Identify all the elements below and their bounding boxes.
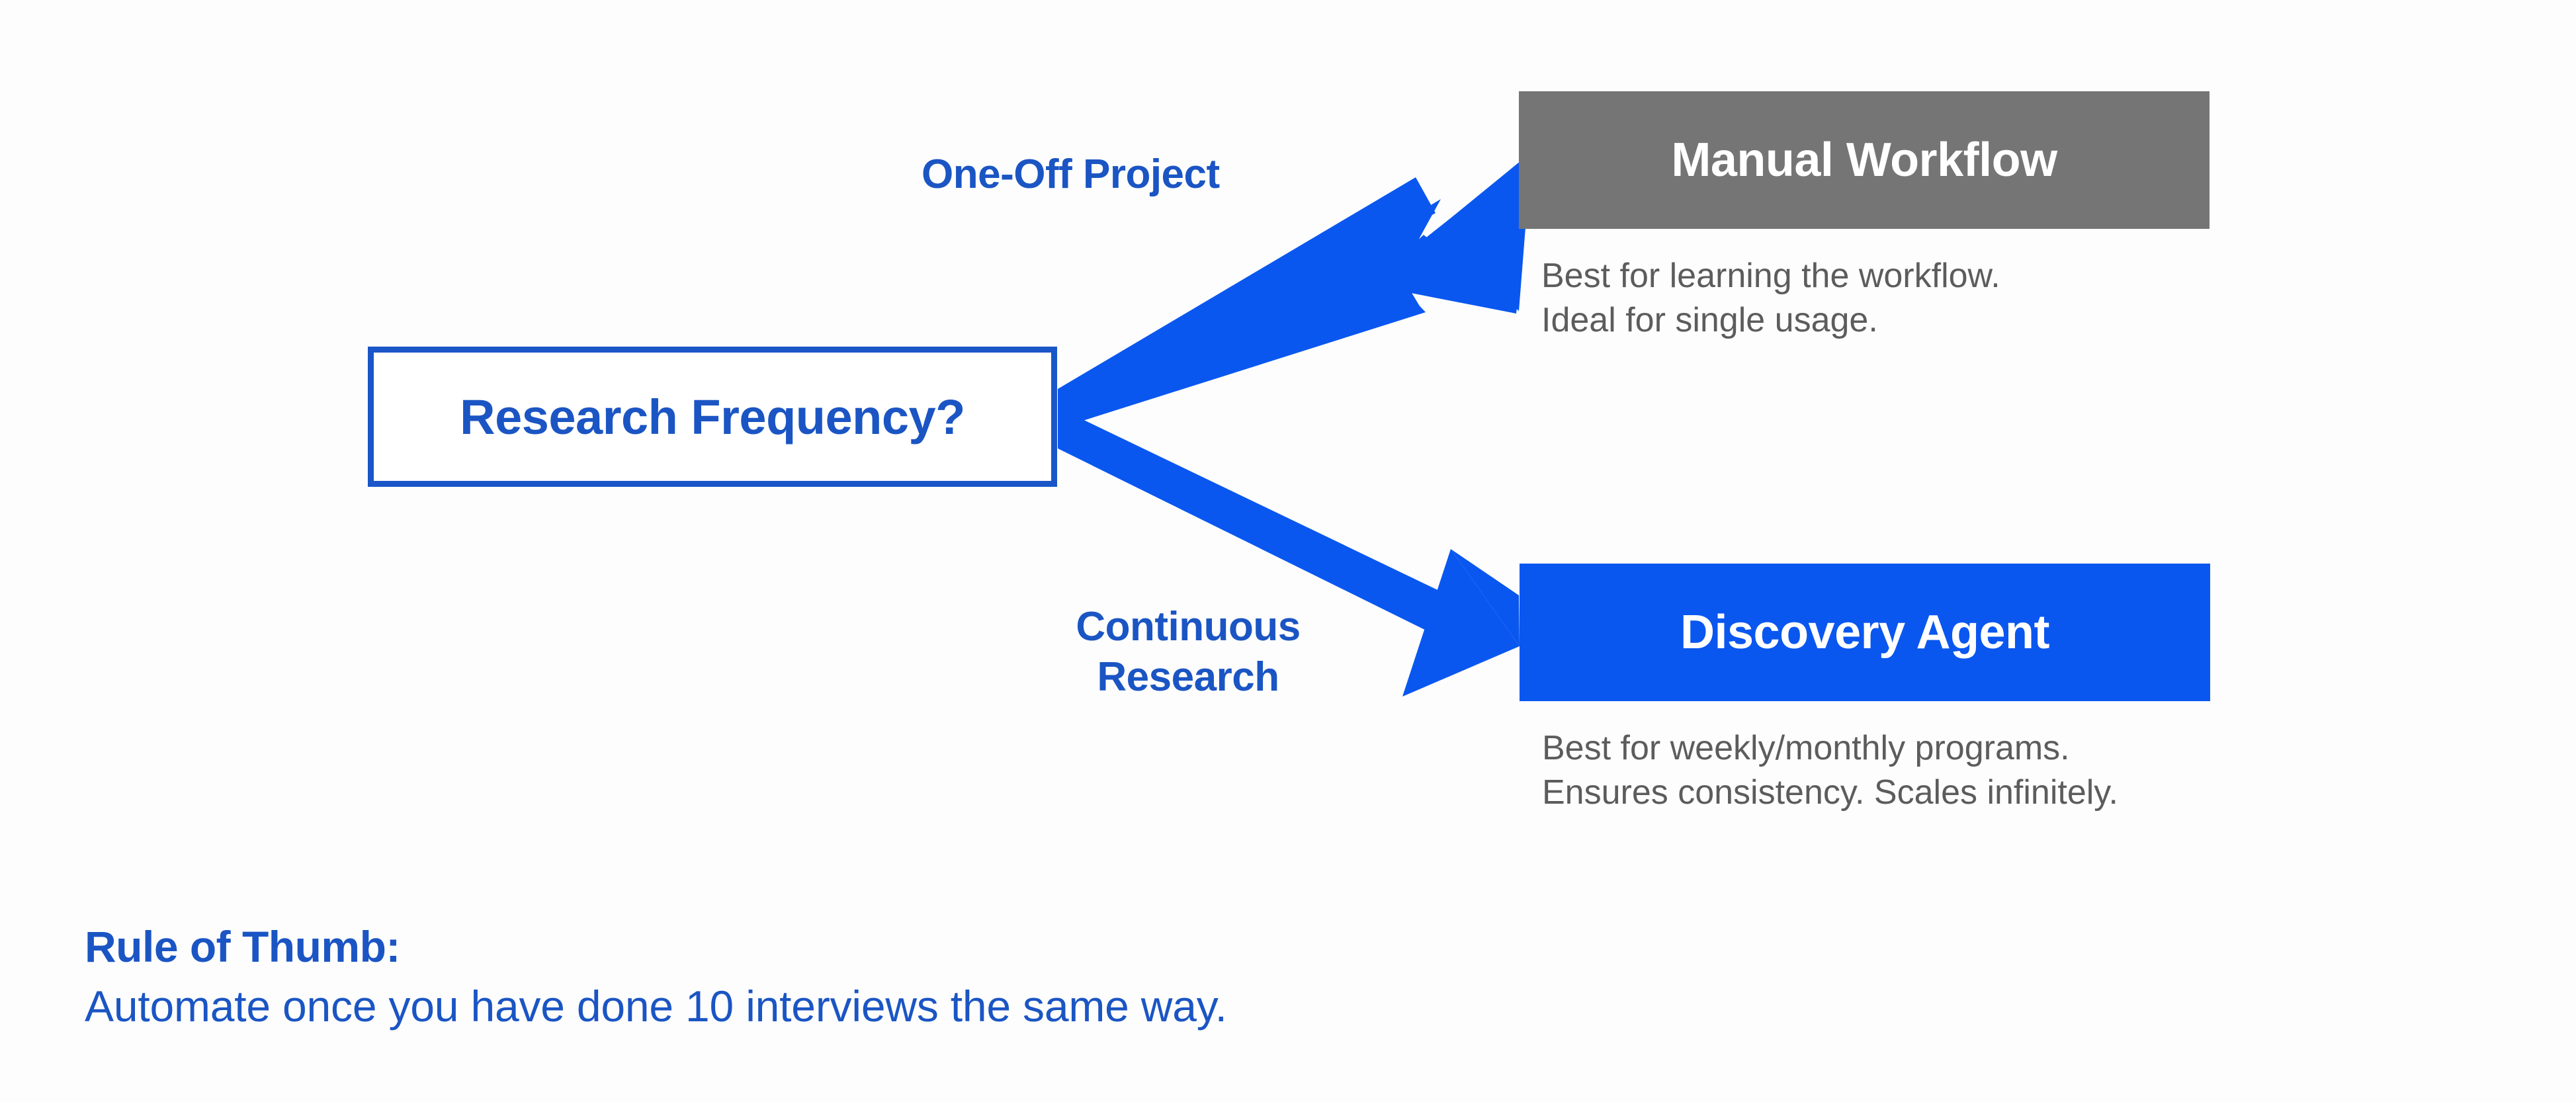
outcome-description-manual-workflow: Best for learning the workflow. Ideal fo… — [1541, 254, 2210, 342]
edge-label-continuous-research: Continuous Research — [1023, 602, 1353, 702]
footer-note: Rule of Thumb: Automate once you have do… — [85, 921, 2069, 1033]
edge-label-line: Research — [1097, 654, 1279, 700]
description-line: Best for weekly/monthly programs. — [1542, 729, 2070, 767]
outcome-title: Manual Workflow — [1671, 134, 2057, 187]
description-line: Ideal for single usage. — [1541, 300, 1878, 339]
outcome-description-discovery-agent: Best for weekly/monthly programs. Ensure… — [1542, 726, 2210, 814]
footer-title: Rule of Thumb: — [85, 922, 400, 971]
description-line: Best for learning the workflow. — [1541, 257, 2000, 295]
footer-body: Automate once you have done 10 interview… — [85, 981, 1227, 1031]
outcome-header-discovery-agent[interactable]: Discovery Agent — [1520, 564, 2210, 701]
outcome-card-discovery-agent[interactable]: Discovery Agent Best for weekly/monthly … — [1520, 564, 2210, 814]
outcome-header-manual-workflow[interactable]: Manual Workflow — [1519, 91, 2210, 229]
edge-label-line: Continuous — [1076, 604, 1301, 650]
description-line: Ensures consistency. Scales infinitely. — [1542, 773, 2118, 812]
outcome-title: Discovery Agent — [1680, 606, 2050, 659]
outcome-card-manual-workflow[interactable]: Manual Workflow Best for learning the wo… — [1519, 91, 2210, 342]
decision-node-label: Research Frequency? — [460, 389, 965, 445]
decision-node[interactable]: Research Frequency? — [368, 347, 1057, 487]
edge-label-one-off-project: One-Off Project — [922, 151, 1220, 197]
